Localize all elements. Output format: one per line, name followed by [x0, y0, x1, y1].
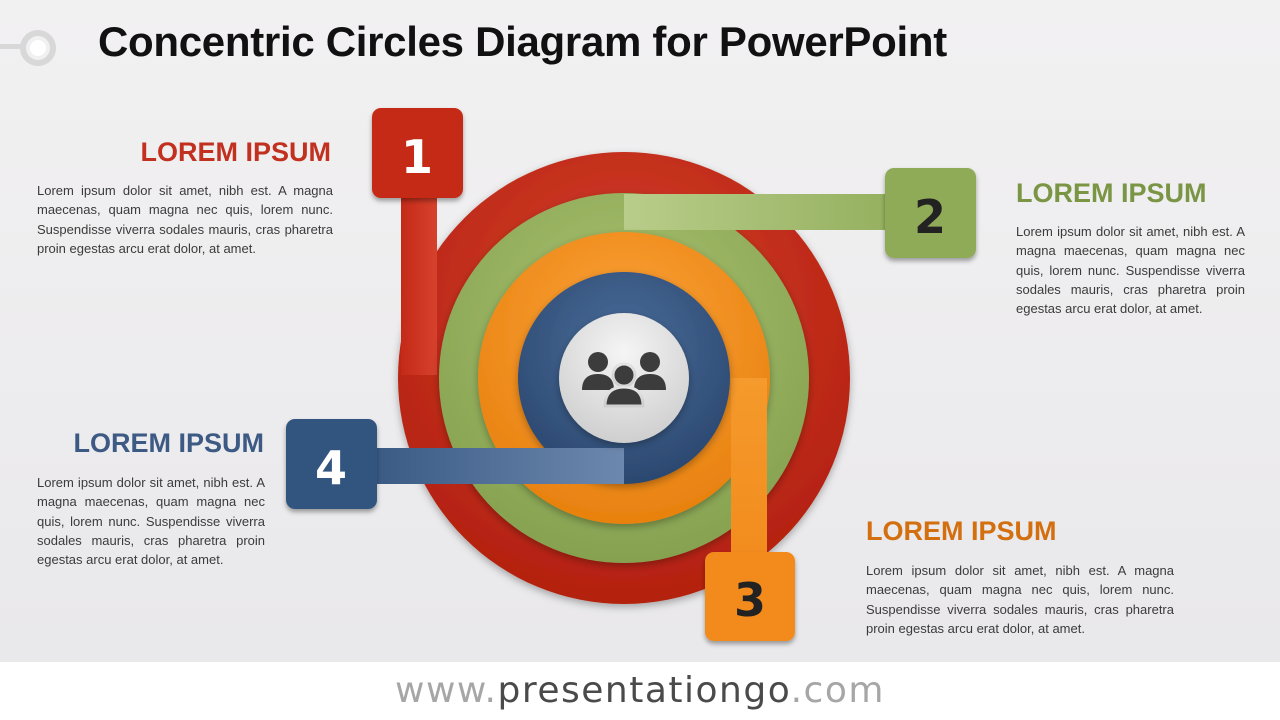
footer-url-prefix: www. [395, 670, 498, 711]
footer-url-site: presentationgo [497, 670, 791, 711]
page-title: Concentric Circles Diagram for PowerPoin… [98, 18, 947, 65]
footer-url-suffix: .com [790, 670, 885, 711]
footer-bar [0, 662, 1280, 720]
number-3: 3 [734, 573, 766, 627]
logo-key-icon [0, 30, 56, 66]
number-2: 2 [914, 190, 946, 244]
connector-2 [624, 194, 924, 230]
connector-3 [731, 378, 767, 578]
item-2-text: Lorem ipsum dolor sit amet, nibh est. A … [1016, 224, 1245, 317]
item-4-text: Lorem ipsum dolor sit amet, nibh est. A … [37, 475, 265, 568]
item-1-text: Lorem ipsum dolor sit amet, nibh est. A … [37, 183, 333, 256]
item-4-heading: LOREM IPSUM [73, 428, 264, 458]
item-3-text: Lorem ipsum dolor sit amet, nibh est. A … [866, 563, 1174, 636]
group-of-people-icon [582, 352, 666, 408]
number-box-1 [372, 108, 463, 198]
number-1: 1 [401, 130, 433, 184]
item-3-heading: LOREM IPSUM [866, 516, 1057, 546]
number-4: 4 [315, 441, 347, 495]
item-2-heading: LOREM IPSUM [1016, 178, 1207, 208]
number-box-4 [286, 419, 377, 509]
connector-4 [340, 448, 624, 484]
number-box-2 [885, 168, 976, 258]
number-box-3 [705, 552, 795, 641]
item-1-heading: LOREM IPSUM [140, 137, 331, 167]
footer-website-url[interactable]: www.presentationgo.com [0, 670, 1280, 711]
